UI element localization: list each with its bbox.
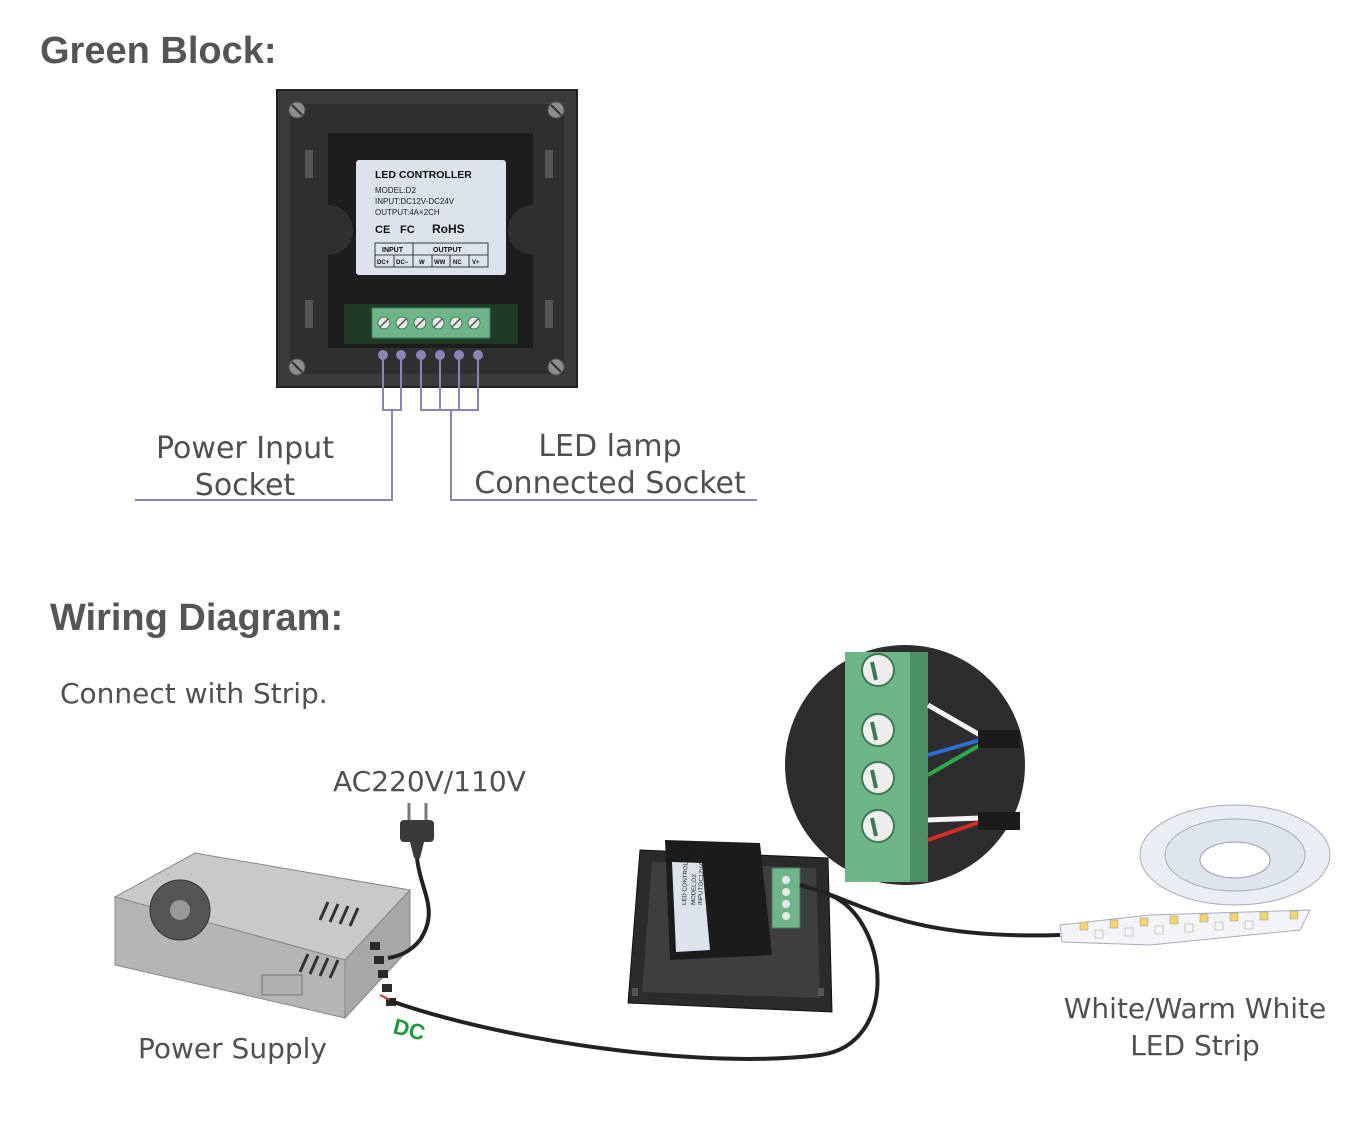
ce-mark: CE xyxy=(375,224,390,236)
svg-text:W: W xyxy=(419,260,425,266)
svg-text:V+: V+ xyxy=(472,260,480,266)
svg-text:LED CONTROLLER: LED CONTROLLER xyxy=(682,850,690,905)
fc-mark: FC xyxy=(400,224,415,236)
svg-text:MODEL:D2: MODEL:D2 xyxy=(375,186,416,195)
svg-text:WW: WW xyxy=(434,260,446,266)
svg-text:DC+: DC+ xyxy=(377,260,390,266)
ac-plug-icon xyxy=(400,803,434,858)
svg-text:INPUT:DC12V-DC24V: INPUT:DC12V-DC24V xyxy=(375,197,455,206)
ac-voltage-label: AC220V/110V xyxy=(333,765,526,798)
controller-front-diagram: LED CONTROLLER MODEL:D2 INPUT:DC12V-DC24… xyxy=(135,89,757,501)
svg-text:DC−: DC− xyxy=(396,260,409,266)
svg-text:INPUT:DC12V-DC24V: INPUT:DC12V-DC24V xyxy=(698,846,706,906)
power-supply-label: Power Supply xyxy=(138,1032,327,1065)
ac-cable xyxy=(387,857,431,960)
wiring-illustration: DC LED CONTROLLER MODEL:D2 INPUT:DC12V-D… xyxy=(113,645,1331,1061)
terminal-table xyxy=(374,242,489,268)
strip-cable xyxy=(799,883,1061,938)
controller-label-rotated xyxy=(672,862,710,952)
led-strip-label: White/Warm White LED Strip xyxy=(1063,992,1327,1062)
screw-icon xyxy=(288,101,565,376)
leader-lines xyxy=(135,355,757,501)
led-strip-reel xyxy=(1059,804,1331,946)
label-heading: LED CONTROLLER xyxy=(375,169,472,181)
power-supply-unit xyxy=(113,852,411,1020)
controller-label xyxy=(356,160,506,275)
controller-unit: LED CONTROLLER MODEL:D2 INPUT:DC12V-DC24… xyxy=(627,840,833,1013)
led-lamp-caption: LED lamp Connected Socket xyxy=(474,429,746,501)
wiring-subtitle: Connect with Strip. xyxy=(60,677,328,710)
terminal-zoom-view xyxy=(785,645,1025,885)
svg-text:INPUT: INPUT xyxy=(382,247,404,254)
wiring-diagram-title: Wiring Diagram: xyxy=(50,597,344,639)
svg-text:OUTPUT: OUTPUT xyxy=(433,247,463,254)
svg-text:OUTPUT:4A×2CH: OUTPUT:4A×2CH xyxy=(375,208,440,217)
dc-cable xyxy=(387,893,880,1061)
green-block-title: Green Block: xyxy=(40,30,277,72)
dc-label: DC xyxy=(391,1014,428,1046)
rohs-mark: RoHS xyxy=(432,222,465,236)
svg-text:NC: NC xyxy=(453,260,462,266)
power-input-caption: Power Input Socket xyxy=(156,431,334,503)
svg-text:MODEL:D2: MODEL:D2 xyxy=(691,874,698,906)
